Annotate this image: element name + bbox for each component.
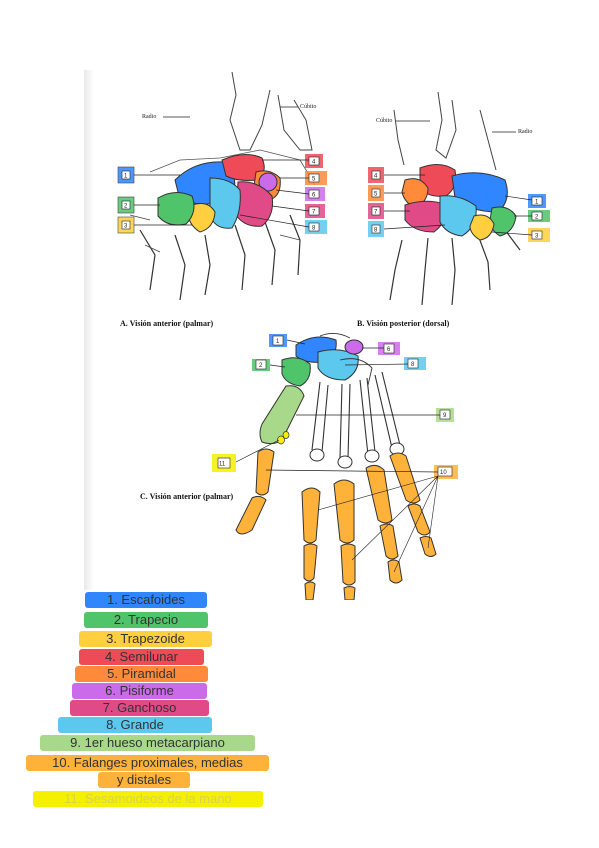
- panel-b-dorsal-view: Cúbito Radio 4 5 7 8: [357, 91, 550, 328]
- thumb-distal-phalanx: [235, 495, 267, 535]
- label-box-9-c: 9: [296, 408, 454, 422]
- label-box-2-c: 2: [252, 359, 286, 371]
- svg-text:3: 3: [535, 234, 539, 240]
- capitate-c: [317, 349, 359, 381]
- svg-text:6: 6: [387, 347, 391, 353]
- svg-text:1: 1: [124, 174, 128, 180]
- svg-text:1: 1: [276, 339, 280, 345]
- first-metacarpal: [259, 385, 305, 445]
- svg-text:9: 9: [443, 413, 447, 419]
- label-box-10-c: 10: [265, 465, 458, 573]
- legend-item-falanges: 10. Falanges proximales, medias: [26, 755, 269, 771]
- legend-item-sesamoideos: 11. Sesamoideos de la mano: [33, 791, 263, 807]
- label-box-5-a: 5: [280, 171, 327, 185]
- label-box-2-b: 2: [514, 210, 550, 222]
- legend-item-trapezoide: 3. Trapezoide: [79, 631, 212, 647]
- label-radio-b: Radio: [518, 129, 532, 135]
- legend-item-falanges-line2: y distales: [98, 772, 190, 788]
- label-cubito-a: Cúbito: [300, 104, 316, 110]
- svg-text:7: 7: [374, 210, 378, 216]
- label-box-8-c: 8: [344, 357, 426, 370]
- legend-item-semilunar: 4. Semilunar: [79, 649, 204, 665]
- svg-text:4: 4: [374, 174, 378, 180]
- trapezoid-b: [469, 214, 495, 241]
- label-box-7-a: 7: [271, 204, 325, 218]
- label-box-6-a: 6: [275, 187, 325, 201]
- svg-text:3: 3: [124, 224, 128, 230]
- legend-item-1er-metacarpiano: 9. 1er hueso metacarpiano: [40, 735, 255, 751]
- label-box-11-c: 11: [212, 439, 280, 472]
- panel-c-hand-skeleton: 1 2 6 8 9 10: [140, 333, 458, 600]
- pisiform-a: [258, 172, 278, 192]
- sesamoid-1: [277, 435, 285, 445]
- svg-text:1: 1: [535, 200, 539, 206]
- svg-text:7: 7: [312, 210, 316, 216]
- label-box-6-c: 6: [362, 342, 400, 355]
- svg-text:8: 8: [411, 362, 415, 368]
- label-box-8-b: 8: [368, 221, 446, 237]
- label-radio-a: Radio: [142, 114, 156, 120]
- capitate-a: [209, 177, 241, 229]
- svg-text:4: 4: [312, 160, 316, 166]
- caption-panel-b: B. Visión posterior (dorsal): [357, 319, 450, 328]
- trapezium-a: [157, 192, 195, 226]
- thumb-proximal-phalanx: [255, 448, 275, 496]
- legend-item-pisiforme: 6. Pisiforme: [72, 683, 207, 699]
- label-box-1-b: 1: [504, 194, 546, 208]
- sesamoid-2: [282, 431, 290, 439]
- svg-text:5: 5: [312, 177, 316, 183]
- hand-bones-figure: Radio Cúbito 1 2 3 4: [117, 71, 550, 600]
- label-box-1-c: 1: [269, 334, 306, 347]
- svg-text:2: 2: [259, 363, 263, 369]
- svg-text:2: 2: [535, 215, 539, 221]
- pisiform-c: [344, 339, 364, 355]
- page-edge-shadow: [84, 70, 94, 590]
- svg-text:8: 8: [374, 228, 378, 234]
- panel-a-palmar-view: Radio Cúbito 1 2 3 4: [117, 71, 327, 328]
- label-box-4-a: 4: [262, 154, 323, 168]
- trapezoid-a: [187, 203, 216, 233]
- trapezium-b: [489, 206, 517, 237]
- svg-text:8: 8: [312, 226, 316, 232]
- svg-text:10: 10: [440, 470, 447, 476]
- svg-text:5: 5: [374, 192, 378, 198]
- caption-panel-c: C. Visión anterior (palmar): [140, 492, 234, 501]
- caption-panel-a: A. Visión anterior (palmar): [120, 319, 214, 328]
- svg-text:11: 11: [219, 462, 226, 468]
- label-box-3-b: 3: [491, 228, 550, 242]
- trapezium-c: [281, 357, 311, 387]
- legend-item-ganchoso: 7. Ganchoso: [70, 700, 209, 716]
- svg-text:2: 2: [124, 204, 128, 210]
- label-box-3-a: 3: [117, 216, 192, 234]
- legend-item-piramidal: 5. Piramidal: [75, 666, 208, 682]
- legend-item-trapecio: 2. Trapecio: [84, 612, 208, 628]
- label-box-2-a: 2: [117, 196, 160, 214]
- svg-text:6: 6: [312, 193, 316, 199]
- label-box-8-a: 8: [239, 214, 327, 234]
- label-box-4-b: 4: [368, 167, 425, 183]
- label-box-1-a: 1: [117, 166, 180, 184]
- hamate-a: [235, 181, 273, 227]
- label-cubito-b: Cúbito: [376, 118, 392, 124]
- legend-item-grande: 8. Grande: [58, 717, 212, 733]
- legend-item-escafoides: 1. Escafoides: [85, 592, 207, 608]
- label-box-5-b: 5: [368, 185, 405, 201]
- label-box-7-b: 7: [368, 203, 410, 219]
